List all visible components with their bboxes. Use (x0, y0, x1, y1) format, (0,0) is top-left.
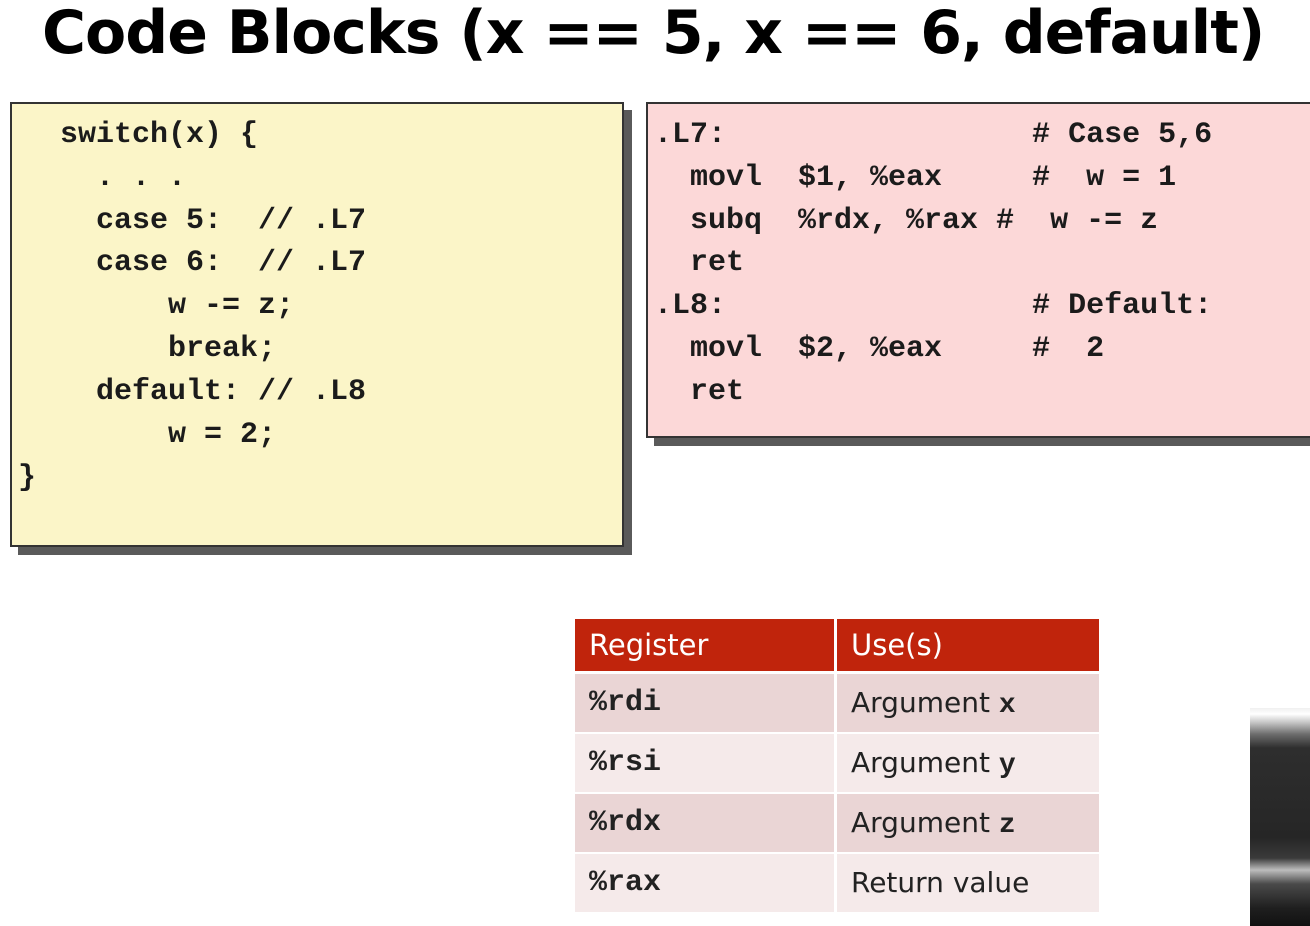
c-code-line: . . . (60, 161, 187, 195)
register-name: %rsi (575, 734, 837, 794)
asm-code-line: movl $1, %eax # w = 1 (654, 161, 1177, 195)
register-table-header: Register Use(s) (575, 619, 1099, 674)
c-code-line: case 6: // .L7 (60, 246, 367, 280)
asm-code-line: .L8: # Default: (654, 289, 1213, 323)
register-name: %rdi (575, 674, 837, 734)
slide-title: Code Blocks (x == 5, x == 6, default) (42, 0, 1265, 68)
c-code-line: w = 2; (60, 418, 277, 452)
register-use: Argument x (837, 674, 1099, 734)
table-row: %rdx Argument z (575, 794, 1099, 854)
c-code-line: default: // .L8 (60, 375, 367, 409)
asm-code-line: ret (654, 375, 745, 409)
use-text: Argument (851, 685, 999, 719)
asm-code-line: subq %rdx, %rax # w -= z (654, 204, 1159, 238)
use-arg: y (998, 749, 1016, 781)
use-arg: z (998, 809, 1016, 841)
asm-code-line: ret (654, 246, 745, 280)
c-code-line: } (18, 461, 37, 495)
register-use: Argument y (837, 734, 1099, 794)
register-use: Argument z (837, 794, 1099, 854)
use-text: Return value (851, 865, 1030, 899)
register-name: %rdx (575, 794, 837, 854)
table-row: %rdi Argument x (575, 674, 1099, 734)
c-code-line: switch(x) { (60, 118, 259, 152)
assembly-code-block: .L7: # Case 5,6 movl $1, %eax # w = 1 su… (646, 102, 1310, 438)
register-name: %rax (575, 854, 837, 914)
header-uses: Use(s) (837, 619, 1099, 674)
table-row: %rax Return value (575, 854, 1099, 914)
register-use: Return value (837, 854, 1099, 914)
asm-code-line: .L7: # Case 5,6 (654, 118, 1213, 152)
c-code-line: w -= z; (60, 289, 295, 323)
presenter-video-thumbnail (1250, 708, 1310, 926)
c-code-line: case 5: // .L7 (60, 204, 367, 238)
c-code-line: break; (60, 332, 277, 366)
table-row: %rsi Argument y (575, 734, 1099, 794)
c-code-block: switch(x) { . . . case 5: // .L7 case 6:… (10, 102, 624, 547)
header-register: Register (575, 619, 837, 674)
asm-code-line: movl $2, %eax # 2 (654, 332, 1105, 366)
use-text: Argument (851, 745, 999, 779)
use-text: Argument (851, 805, 999, 839)
register-table: Register Use(s) %rdi Argument x %rsi Arg… (575, 619, 1099, 914)
use-arg: x (998, 689, 1016, 721)
